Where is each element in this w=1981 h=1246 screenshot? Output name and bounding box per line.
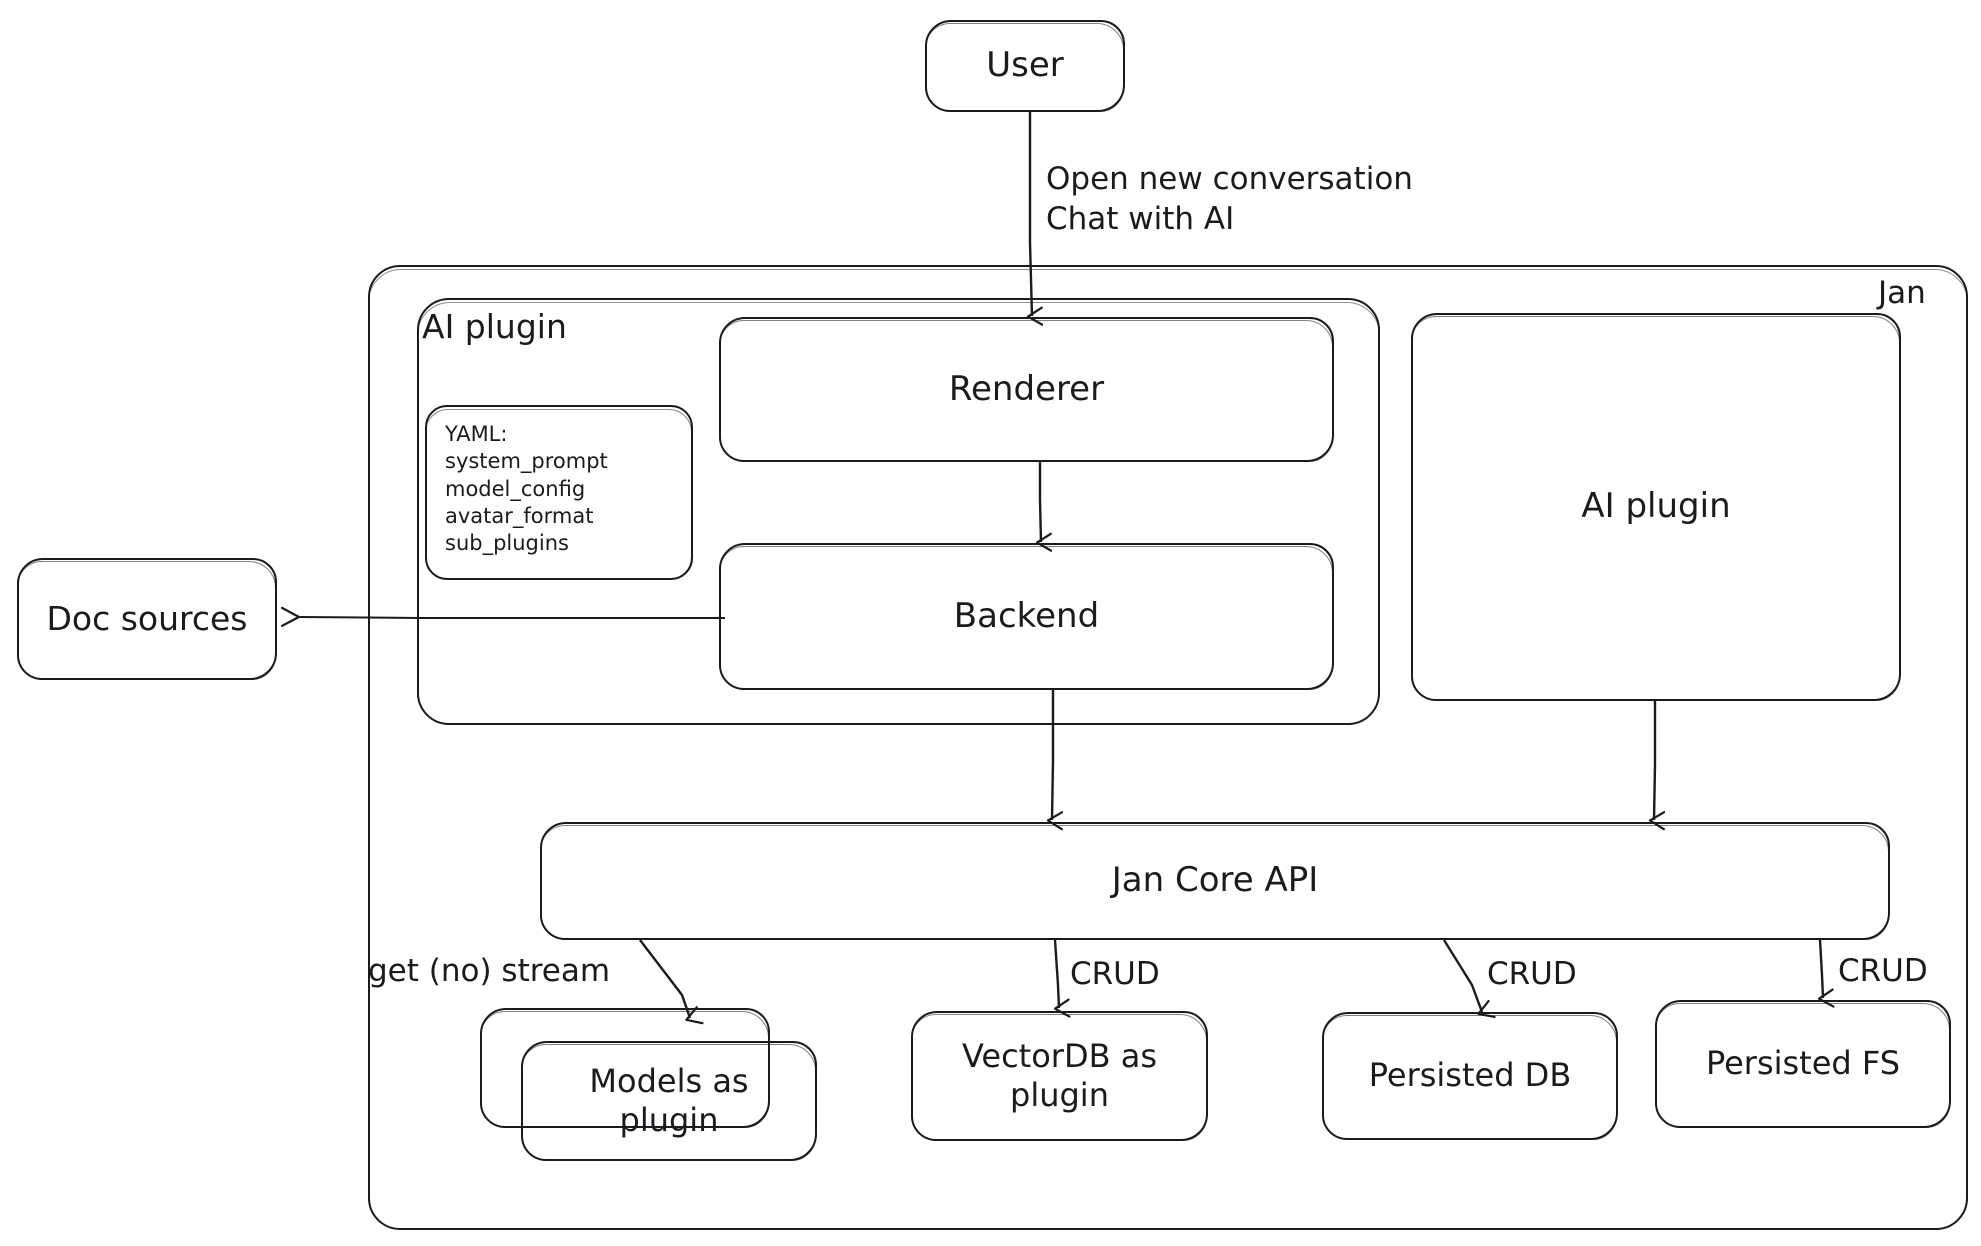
- node-user-label: User: [986, 45, 1064, 86]
- edge-label-get-no-stream: get (no) stream: [368, 953, 611, 989]
- node-persisted-fs[interactable]: Persisted FS: [1655, 1000, 1951, 1128]
- node-persisted-fs-label: Persisted FS: [1705, 1044, 1901, 1083]
- node-vectordb-as-plugin-label: VectorDB as plugin: [961, 1036, 1157, 1114]
- group-jan: [368, 265, 1968, 1230]
- group-ai-plugin-title: AI plugin: [422, 307, 567, 346]
- node-renderer-label: Renderer: [948, 368, 1105, 409]
- node-persisted-db[interactable]: Persisted DB: [1322, 1012, 1618, 1140]
- yaml-config-box: YAML: system_prompt model_config avatar_…: [425, 405, 693, 580]
- group-jan-title: Jan: [1878, 275, 1926, 311]
- node-doc-sources-label: Doc sources: [46, 598, 248, 638]
- node-doc-sources[interactable]: Doc sources: [17, 558, 277, 680]
- node-user[interactable]: User: [925, 20, 1125, 112]
- node-models-as-plugin-backdrop: [480, 1008, 770, 1128]
- node-renderer[interactable]: Renderer: [719, 317, 1334, 462]
- node-models-as-plugin-label: Models as plugin: [589, 1061, 749, 1139]
- node-models-as-plugin[interactable]: Models as plugin: [521, 1041, 817, 1161]
- edge-label-user-to-renderer: Open new conversation Chat with AI: [1046, 161, 1413, 237]
- node-persisted-db-label: Persisted DB: [1368, 1056, 1572, 1095]
- edge-label-crud-vectordb: CRUD: [1070, 956, 1160, 992]
- edge-label-crud-persisted-fs: CRUD: [1838, 953, 1928, 989]
- node-ai-plugin-right[interactable]: AI plugin: [1411, 313, 1901, 701]
- node-vectordb-as-plugin[interactable]: VectorDB as plugin: [911, 1011, 1208, 1141]
- node-jan-core-api[interactable]: Jan Core API: [540, 822, 1890, 940]
- node-jan-core-api-label: Jan Core API: [1111, 860, 1319, 901]
- node-backend[interactable]: Backend: [719, 543, 1334, 690]
- group-ai-plugin: [417, 298, 1380, 725]
- edge-label-crud-persisted-db: CRUD: [1487, 956, 1577, 992]
- node-backend-label: Backend: [953, 595, 1100, 636]
- node-ai-plugin-right-label: AI plugin: [1581, 486, 1731, 527]
